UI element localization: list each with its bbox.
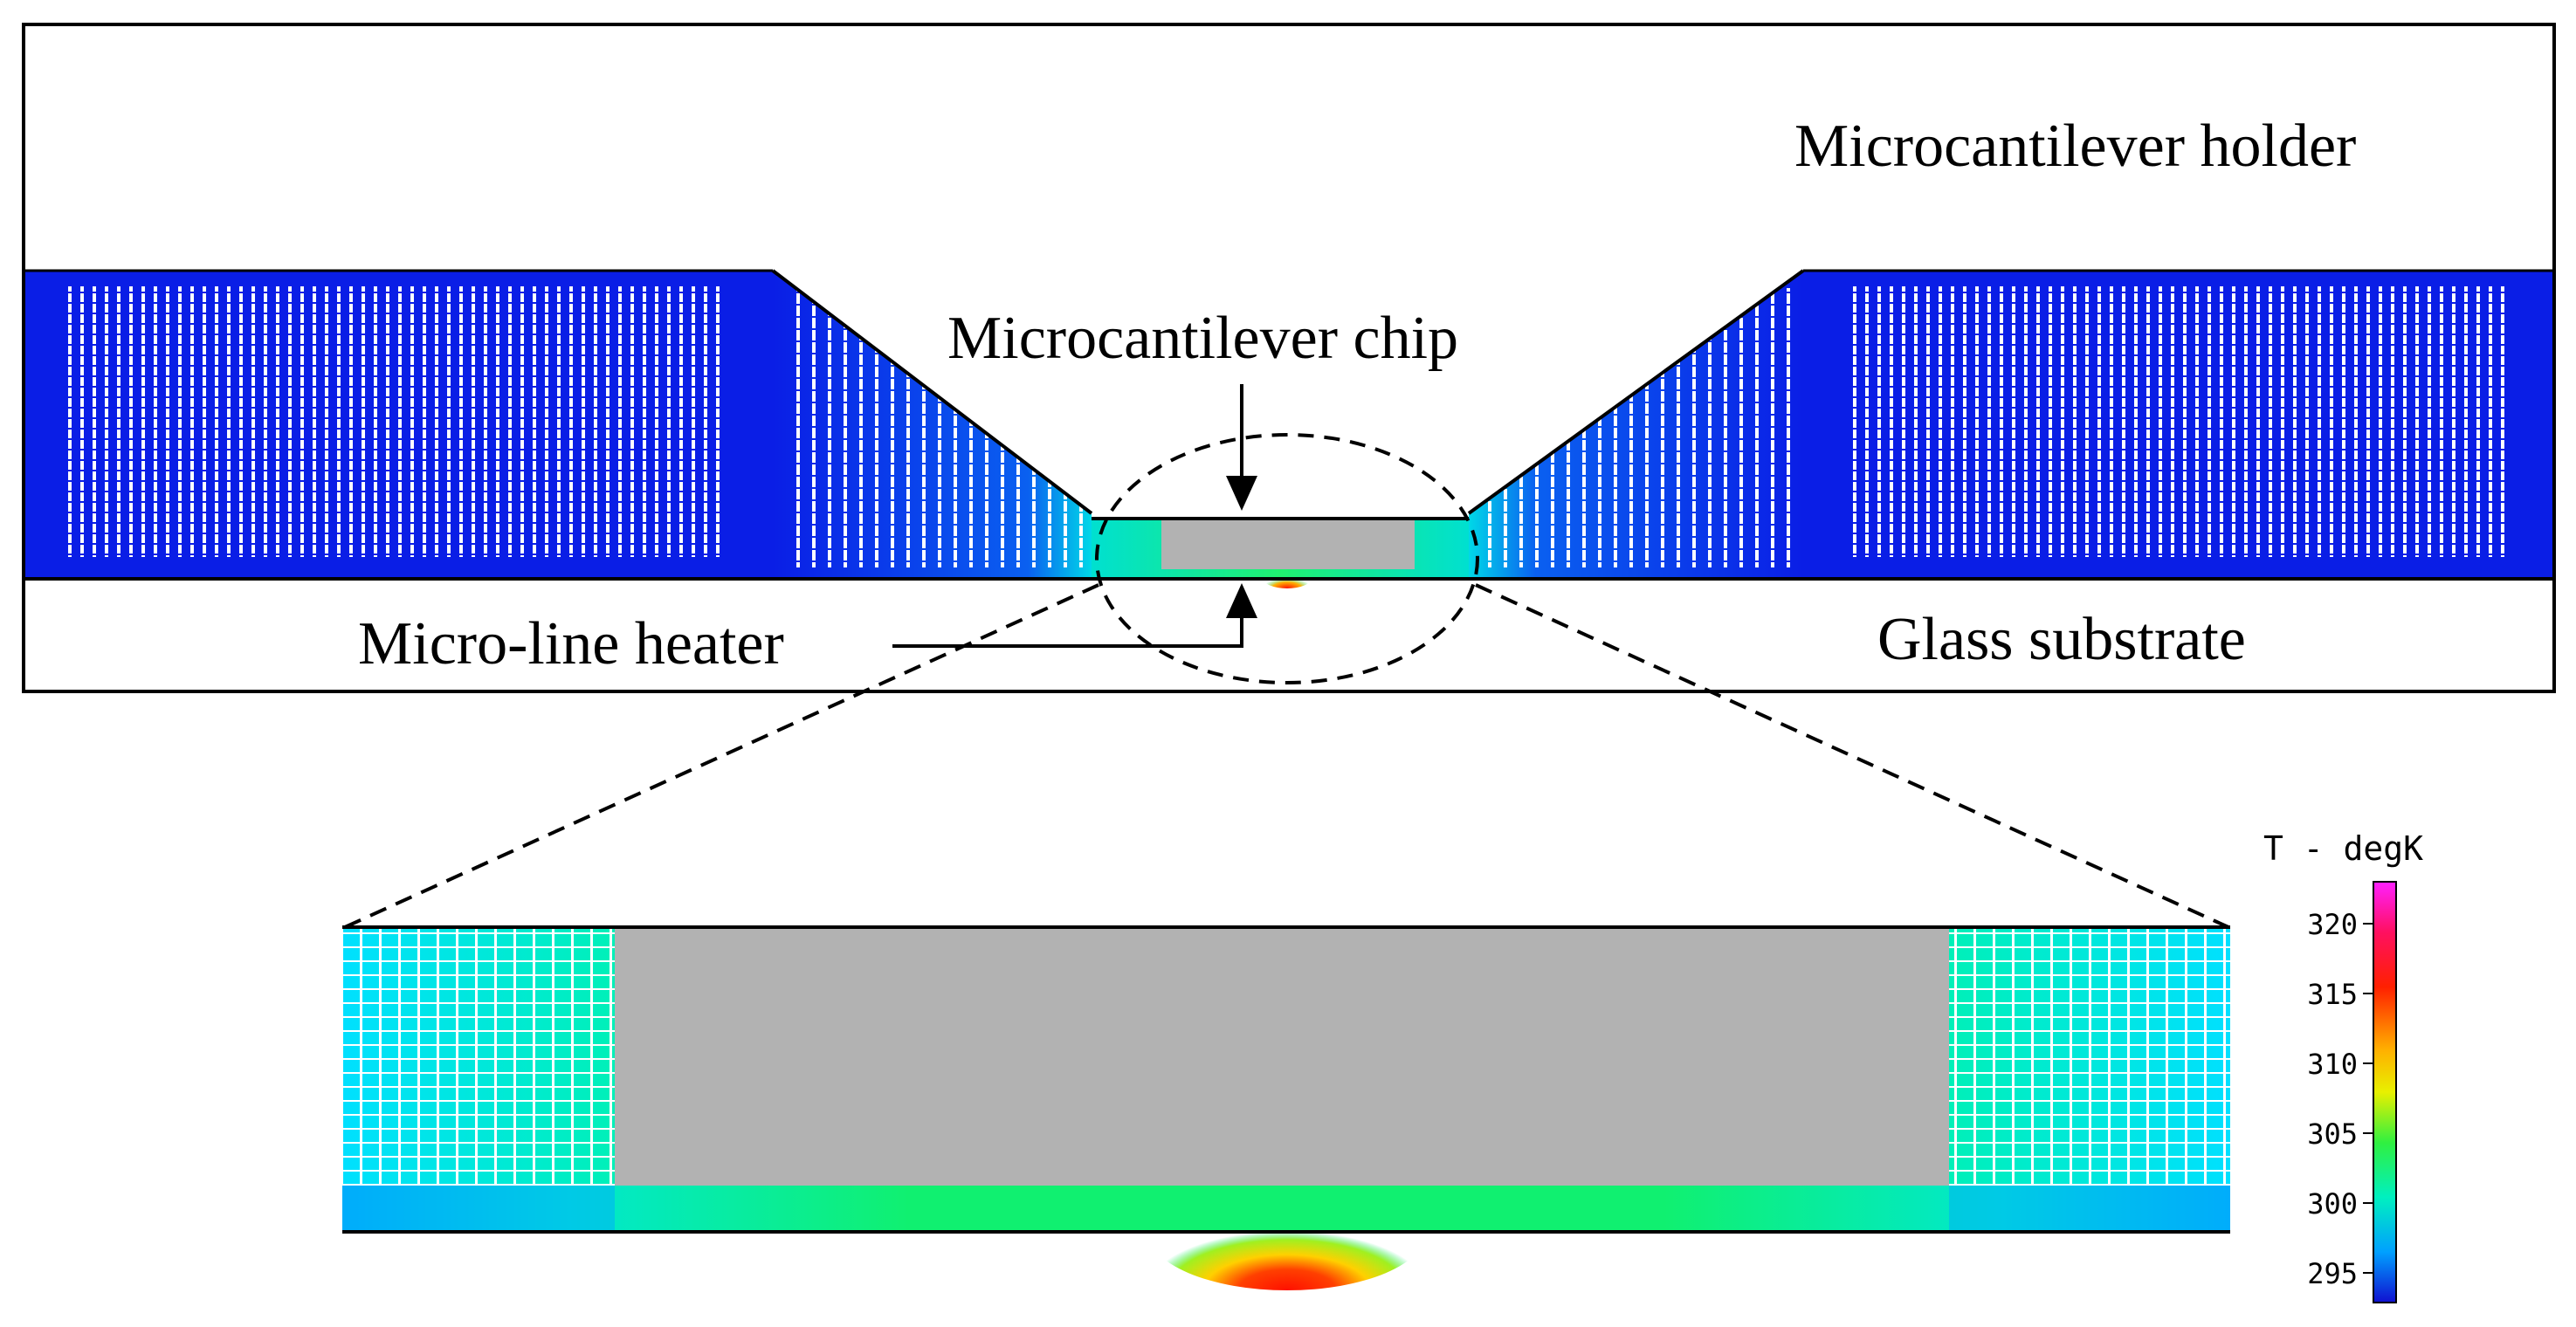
left-mesh-region bbox=[25, 271, 773, 581]
zoom-ellipse bbox=[1095, 433, 1479, 684]
colorbar-ticks: 320 315 310 305 300 295 bbox=[2307, 908, 2373, 1290]
colorbar-tick-label: 305 bbox=[2307, 1117, 2358, 1151]
chip-arrow bbox=[1226, 384, 1257, 511]
microcantilever-chip-small bbox=[1161, 520, 1415, 569]
zoom-right-mesh bbox=[1949, 927, 2230, 1187]
microcantilever-chip-zoomed bbox=[615, 929, 1949, 1186]
zoom-left-mesh bbox=[342, 927, 615, 1187]
colorbar-tick-label: 315 bbox=[2307, 978, 2358, 1011]
colorbar-tick-label: 320 bbox=[2307, 908, 2358, 941]
right-mesh-region bbox=[1803, 271, 2552, 581]
temperature-colorbar: T - degK 320 315 310 305 300 295 bbox=[2263, 829, 2423, 1303]
colorbar-tick-label: 310 bbox=[2307, 1048, 2358, 1081]
chip-label: Microcantilever chip bbox=[947, 305, 1458, 372]
chip-region-small bbox=[1092, 517, 1469, 588]
colorbar-tick-label: 295 bbox=[2307, 1257, 2358, 1290]
cross-section-panel: Microcantilever holder Microcantilever c… bbox=[22, 23, 2556, 693]
colorbar-gradient bbox=[2373, 881, 2397, 1303]
heater-arrow bbox=[892, 583, 1257, 648]
colorbar-title: T - degK bbox=[2263, 829, 2423, 868]
heater-label: Micro-line heater bbox=[358, 610, 784, 677]
zoomed-panel bbox=[342, 925, 2230, 1290]
holder-label: Microcantilever holder bbox=[1794, 113, 2356, 180]
colorbar-tick-label: 300 bbox=[2307, 1187, 2358, 1220]
substrate-label: Glass substrate bbox=[1877, 606, 2246, 673]
